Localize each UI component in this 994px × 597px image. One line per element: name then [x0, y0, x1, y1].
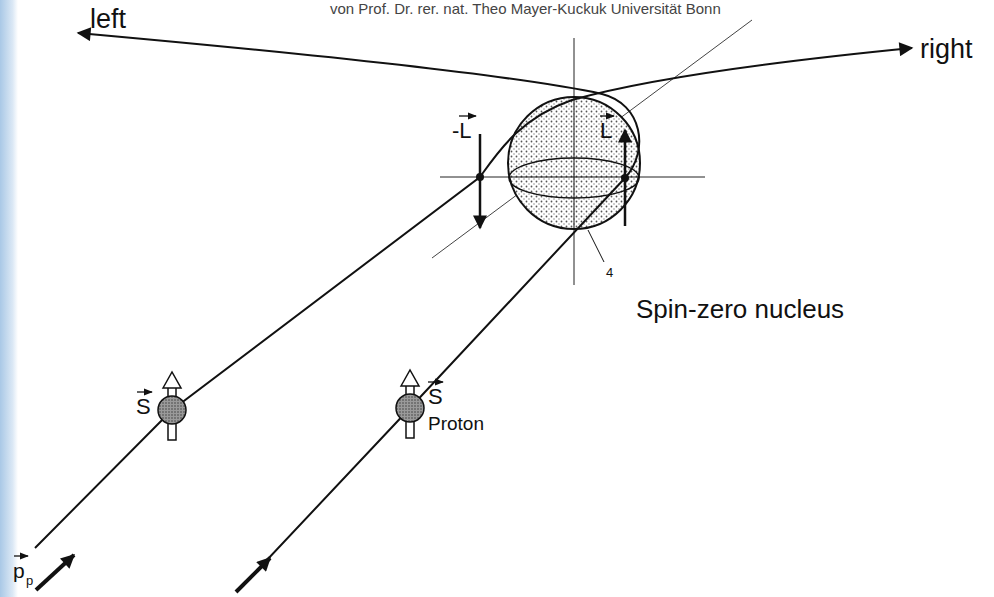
vertical-axis: [574, 38, 575, 285]
momentum-arrow: [236, 558, 270, 592]
diagonal-axis: [432, 20, 752, 258]
subscript: p: [26, 574, 33, 587]
background-strip: [0, 0, 18, 597]
part-label: Spin-zero nucleus: [636, 296, 844, 322]
direction-label: left: [90, 6, 126, 33]
part-label: Proton: [428, 414, 484, 433]
vector-mark: [459, 115, 476, 116]
contact-dot: [621, 174, 629, 182]
proton-sphere: [396, 394, 424, 422]
vector-mark: [14, 555, 28, 556]
proton-sphere: [158, 396, 186, 424]
momentum-arrow: [36, 555, 74, 590]
nucleus-sphere: [508, 97, 640, 229]
vector-mark: [600, 115, 614, 116]
vector-symbol: L: [600, 120, 612, 142]
vector-mark: [137, 391, 152, 392]
contact-dot: [476, 173, 484, 181]
proton-trajectory: [35, 48, 912, 548]
leader-line: [588, 230, 604, 262]
callout-number: 4: [606, 266, 613, 279]
nucleus-meridian: [574, 97, 575, 229]
vector-mark: [428, 381, 443, 382]
vector-symbol: S: [428, 386, 443, 408]
author-note: von Prof. Dr. rer. nat. Theo Mayer-Kucku…: [330, 1, 721, 16]
nucleus-diameter: [508, 177, 640, 178]
vector-symbol: S: [136, 396, 151, 418]
direction-label: right: [920, 36, 973, 63]
vector-symbol: p: [13, 560, 25, 581]
vector-symbol: -L: [452, 120, 472, 142]
proton-trajectory: [78, 33, 639, 578]
